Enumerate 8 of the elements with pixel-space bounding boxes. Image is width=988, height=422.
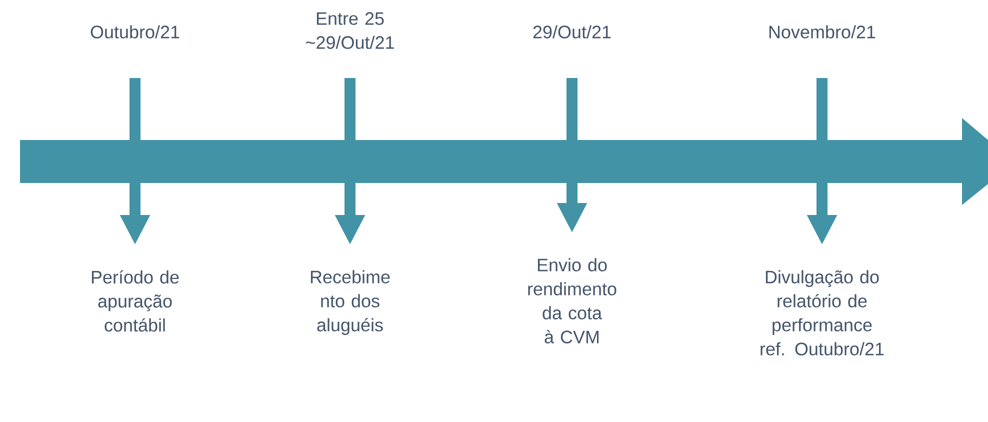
date-label: 29/Out/21 [533,25,611,38]
event-description: Recebime nto dos aluguéis [310,270,390,335]
event-description: Envio do rendimento da cota à CVM [528,258,616,344]
date-label: Entre 25 ~29/Out/21 [306,12,394,49]
event-description: Divulgação do relatório de performance ref. Outubro/21 [760,270,884,356]
event-description: Período de apuração contábil [92,270,179,332]
date-label: Outubro/21 [90,25,180,38]
date-label: Novembro/21 [769,25,876,38]
